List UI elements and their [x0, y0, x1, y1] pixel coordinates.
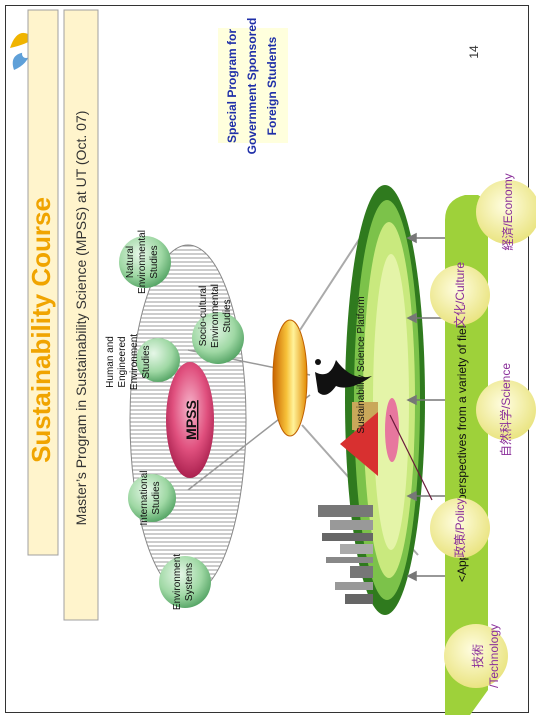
city-buildings	[318, 505, 373, 604]
bubble-environment-systems-line-1: Environment	[172, 554, 183, 610]
figure-head	[315, 359, 321, 365]
perspective-economy	[476, 180, 536, 244]
special-program-line-1: Special Program for	[225, 29, 239, 143]
perspective-culture-label: 文化/Culture	[452, 262, 467, 328]
bubble-international-studies-line-1: International	[139, 470, 150, 525]
perspective-science	[476, 380, 536, 440]
special-program-box	[218, 28, 288, 143]
bubble-socio-cultural-line-3: Studies	[222, 299, 233, 332]
bubble-natural-environmental-line-3: Studies	[149, 245, 160, 278]
bubble-socio-cultural-line-2: Environmental	[210, 284, 221, 348]
mpss-label: MPSS	[183, 400, 199, 440]
slide-title: Sustainability Course	[26, 197, 56, 463]
perspective-technology	[444, 624, 508, 688]
perspective-culture	[430, 265, 490, 325]
platform-label: Sustainability Science Platform	[356, 296, 367, 433]
bubble-environment-systems	[159, 556, 211, 608]
bubble-socio-cultural-line-1: Socio-cultural	[198, 286, 209, 347]
subtitle-bar	[63, 9, 99, 621]
perspective-economy-label: 経済/Economy	[500, 173, 515, 250]
lens-ellipse	[272, 319, 308, 437]
special-program-line-3: Foreign Students	[265, 36, 279, 135]
bubble-human-engineered-line-2: Engineered	[117, 336, 128, 387]
funnel-line	[299, 234, 363, 331]
figure-silhouette	[315, 360, 372, 395]
title-bar	[27, 9, 59, 556]
perspective-policy-label: 政策/Policy	[453, 498, 467, 557]
platform-pink-spot	[385, 398, 399, 462]
bubble-natural-environmental-line-2: Environmental	[137, 230, 148, 294]
red-triangle	[340, 412, 378, 476]
bubble-socio-cultural	[192, 312, 244, 364]
slide-border	[5, 5, 529, 713]
approaches-banner	[445, 195, 488, 715]
mpss-core	[166, 362, 214, 478]
bubble-international-studies	[128, 474, 176, 522]
special-program-line-2: Government Sponsored	[245, 18, 259, 155]
slide-subtitle: Master’s Program in Sustainability Scien…	[73, 111, 89, 526]
bubble-natural-environmental-line-1: Natural	[125, 246, 136, 278]
bubble-natural-environmental	[119, 236, 171, 288]
page-number: 14	[467, 45, 481, 59]
bubble-human-engineered-line-3: Environment	[129, 334, 140, 390]
perspective-technology-jp: 技術	[471, 644, 485, 668]
perspective-science-label: 自然科学/Science	[498, 363, 513, 457]
bubble-environment-systems-line-2: Systems	[184, 563, 195, 601]
bubble-human-engineered-line-1: Human and	[105, 336, 116, 388]
bubble-human-engineered-line-4: Studies	[141, 345, 152, 378]
perspective-policy	[430, 498, 490, 558]
pointer-line	[389, 414, 433, 501]
perspective-technology-en: /Technology	[487, 624, 501, 688]
bubble-international-studies-line-2: Studies	[151, 481, 162, 514]
bubble-human-engineered	[136, 338, 180, 382]
